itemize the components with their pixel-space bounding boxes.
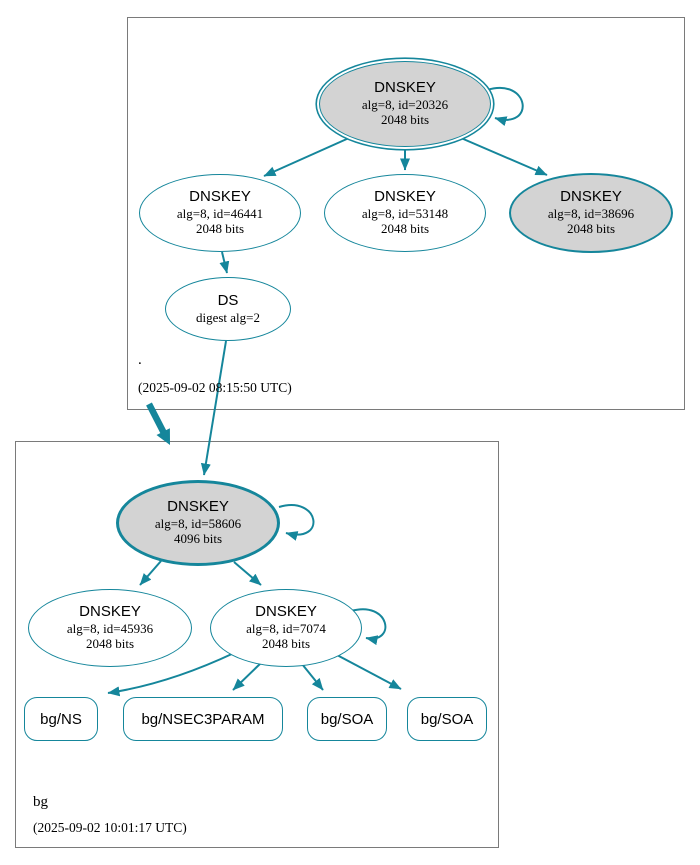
zone-box-bg — [15, 441, 499, 848]
node-detail-bits: 2048 bits — [261, 636, 311, 652]
node-detail-alg: alg=8, id=7074 — [246, 621, 326, 637]
node-detail-bits: 2048 bits — [566, 221, 616, 237]
node-dnskey-38696[interactable]: DNSKEY alg=8, id=38696 2048 bits — [509, 173, 673, 253]
node-dnskey-46441[interactable]: DNSKEY alg=8, id=46441 2048 bits — [139, 174, 301, 252]
rrset-label: bg/NS — [40, 710, 82, 728]
node-rrset-bg-nsec3param[interactable]: bg/NSEC3PARAM — [123, 697, 283, 741]
node-rrset-bg-soa-1[interactable]: bg/SOA — [307, 697, 387, 741]
zone-name-bg: bg — [33, 794, 48, 810]
node-rrset-bg-ns[interactable]: bg/NS — [24, 697, 98, 741]
node-detail-alg: alg=8, id=38696 — [547, 206, 635, 222]
node-dnskey-45936[interactable]: DNSKEY alg=8, id=45936 2048 bits — [28, 589, 192, 667]
node-title: DNSKEY — [79, 603, 141, 621]
node-detail-alg: alg=8, id=20326 — [361, 97, 449, 113]
node-detail-alg: alg=8, id=53148 — [361, 206, 449, 222]
node-detail-alg: alg=8, id=58606 — [154, 516, 242, 532]
node-title: DNSKEY — [374, 188, 436, 206]
node-detail-alg: alg=8, id=46441 — [176, 206, 264, 222]
node-detail-bits: 2048 bits — [380, 112, 430, 128]
node-title: DNSKEY — [189, 188, 251, 206]
node-dnskey-20326[interactable]: DNSKEY alg=8, id=20326 2048 bits — [319, 61, 491, 147]
node-title: DNSKEY — [560, 188, 622, 206]
node-dnskey-53148[interactable]: DNSKEY alg=8, id=53148 2048 bits — [324, 174, 486, 252]
zone-timestamp-bg: (2025-09-02 10:01:17 UTC) — [33, 820, 187, 835]
node-ds-root[interactable]: DS digest alg=2 — [165, 277, 291, 341]
zone-name-root: . — [138, 352, 142, 368]
node-detail-bits: 2048 bits — [380, 221, 430, 237]
node-detail-bits: 4096 bits — [173, 531, 223, 547]
node-detail-digest: digest alg=2 — [195, 309, 261, 325]
node-detail-bits: 2048 bits — [85, 636, 135, 652]
node-detail-bits: 2048 bits — [195, 221, 245, 237]
node-dnskey-58606[interactable]: DNSKEY alg=8, id=58606 4096 bits — [116, 480, 280, 566]
node-title: DNSKEY — [167, 498, 229, 516]
rrset-label: bg/SOA — [320, 710, 374, 728]
node-title: DNSKEY — [255, 603, 317, 621]
zone-timestamp-root: (2025-09-02 08:15:50 UTC) — [138, 380, 292, 395]
node-dnskey-7074[interactable]: DNSKEY alg=8, id=7074 2048 bits — [210, 589, 362, 667]
node-title: DS — [217, 291, 239, 309]
zone-box-root — [127, 17, 685, 410]
rrset-label: bg/SOA — [420, 710, 474, 728]
rrset-label: bg/NSEC3PARAM — [141, 710, 265, 728]
node-detail-alg: alg=8, id=45936 — [66, 621, 154, 637]
node-rrset-bg-soa-2[interactable]: bg/SOA — [407, 697, 487, 741]
node-title: DNSKEY — [374, 79, 436, 97]
